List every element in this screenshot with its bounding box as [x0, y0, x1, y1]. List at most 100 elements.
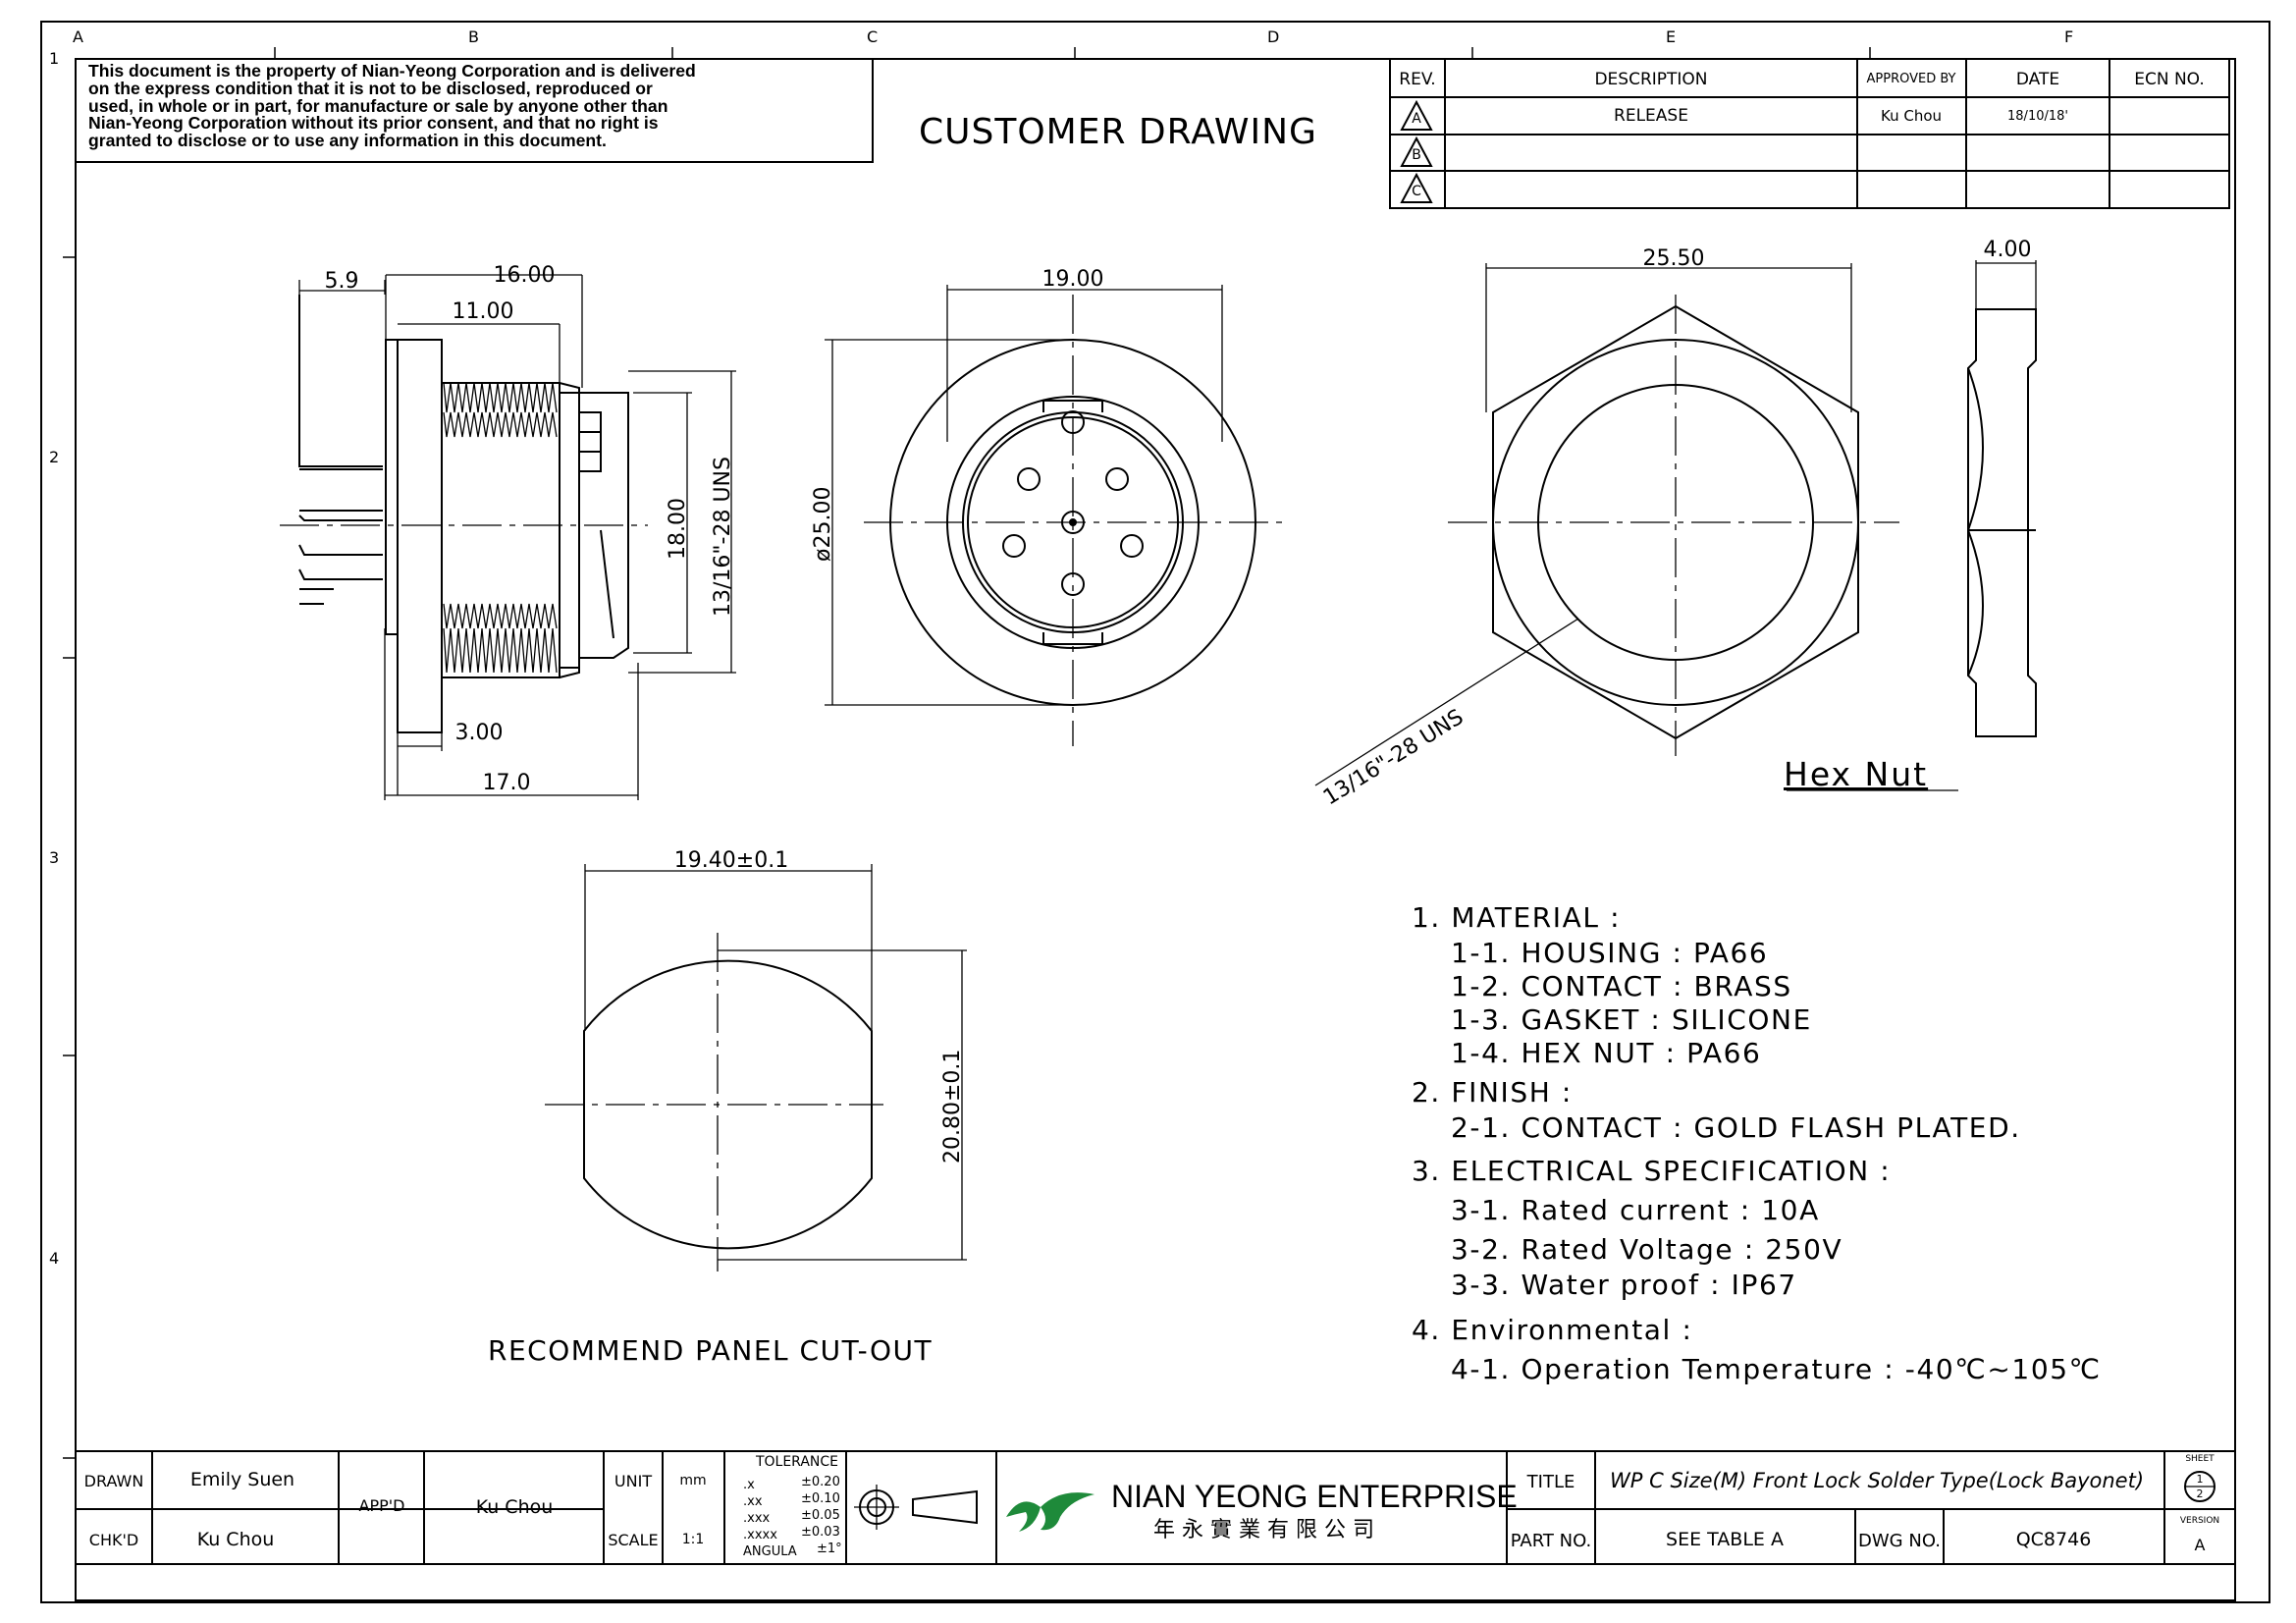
tolerance-value: ±0.05	[801, 1508, 840, 1523]
note-line: 2. FINISH :	[1412, 1076, 1573, 1109]
note-line: 1-3. GASKET : SILICONE	[1451, 1003, 1812, 1036]
disclaimer-line: Nian-Yeong Corporation without its prior…	[88, 113, 659, 134]
disclaimer: This document is the property of Nian-Ye…	[88, 61, 696, 151]
hex-nut-side-view	[1966, 260, 2037, 737]
rev-c-label: C	[1412, 184, 1421, 199]
note-line: 3-1. Rated current : 10A	[1451, 1194, 1820, 1226]
note-line: 1-2. CONTACT : BRASS	[1451, 970, 1792, 1002]
dim-25-5: 25.50	[1642, 246, 1705, 271]
note-line: 3. ELECTRICAL SPECIFICATION :	[1412, 1155, 1892, 1187]
rev-a-label: A	[1412, 111, 1421, 127]
rev-header: REV.	[1399, 70, 1436, 89]
sheet-number: 1	[2196, 1473, 2204, 1486]
version-label: VERSION	[2179, 1516, 2220, 1526]
dim-thread-side: 13/16"-28 UNS	[711, 457, 735, 617]
dwg-label: DWG NO.	[1858, 1531, 1941, 1551]
revision-table-lines	[1389, 58, 2230, 209]
tolerance-key: .xxx	[743, 1511, 771, 1526]
rev-b-label: B	[1412, 147, 1421, 163]
note-line: 1. MATERIAL :	[1412, 901, 1622, 934]
disclaimer-line: granted to disclose or to use any inform…	[88, 131, 607, 151]
version-value: A	[2194, 1536, 2206, 1554]
dim-cut-height: 20.80±0.1	[940, 1049, 965, 1163]
part-value: SEE TABLE A	[1666, 1529, 1784, 1550]
zone-letter-f: F	[2064, 27, 2074, 46]
panel-cutout-dimensions	[584, 864, 967, 1261]
approved-by-header: APPROVED BY	[1866, 72, 1956, 86]
note-line: 1-1. HOUSING : PA66	[1451, 937, 1769, 969]
note-line: 4-1. Operation Temperature : -40℃~105℃	[1451, 1353, 2102, 1385]
note-line: 2-1. CONTACT : GOLD FLASH PLATED.	[1451, 1111, 2021, 1144]
zone-letter-b: B	[468, 27, 479, 46]
title-value: WP C Size(M) Front Lock Solder Type(Lock…	[1610, 1469, 2145, 1492]
drawn-value: Emily Suen	[189, 1469, 295, 1490]
scale-label: SCALE	[608, 1531, 659, 1549]
dim-17: 17.0	[482, 771, 531, 795]
outer-border	[40, 21, 2270, 1603]
dim-3: 3.00	[454, 721, 504, 745]
zone-number-4: 4	[49, 1249, 60, 1268]
title-label: TITLE	[1526, 1472, 1575, 1492]
appd-value: Ku Chou	[475, 1496, 554, 1518]
chkd-value: Ku Chou	[196, 1529, 275, 1550]
disclaimer-line: This document is the property of Nian-Ye…	[88, 61, 696, 81]
dim-dia-25: ø25.00	[811, 486, 835, 562]
rev-a-date: 18/10/18'	[2007, 109, 2068, 124]
panel-cutout-label: RECOMMEND PANEL CUT-OUT	[488, 1334, 934, 1367]
tolerance-value: ±0.03	[801, 1525, 840, 1540]
appd-label: APP'D	[358, 1496, 405, 1515]
note-line: 1-4. HEX NUT : PA66	[1451, 1037, 1762, 1069]
dim-5-9: 5.9	[324, 269, 359, 294]
tolerance-key: .x	[743, 1478, 755, 1492]
tolerance-value: ±0.10	[801, 1491, 840, 1506]
note-line: 3-2. Rated Voltage : 250V	[1451, 1233, 1843, 1266]
front-view-dimensions	[825, 285, 1223, 706]
title-block-lines	[75, 1450, 2236, 1565]
sheet-total: 2	[2196, 1488, 2204, 1500]
zone-letter-c: C	[867, 27, 879, 46]
dim-19: 19.00	[1041, 267, 1104, 292]
tolerance-value: ±1°	[817, 1542, 842, 1556]
dim-4: 4.00	[1983, 238, 2032, 262]
description-header: DESCRIPTION	[1594, 70, 1708, 89]
rev-a-approved-by: Ku Chou	[1880, 107, 1943, 125]
disclaimer-line: used, in whole or in part, for manufactu…	[88, 95, 668, 116]
drawn-label: DRAWN	[83, 1472, 144, 1490]
company-chinese-name: 年 永 實 業 有 限 公 司	[1153, 1518, 1374, 1542]
zone-letter-a: A	[73, 27, 83, 46]
dim-cut-width: 19.40±0.1	[673, 848, 789, 873]
tolerance-key: ANGULA	[743, 1544, 797, 1559]
hex-nut-label: Hex Nut	[1784, 755, 1929, 793]
unit-value: mm	[679, 1473, 707, 1488]
drawing-title: CUSTOMER DRAWING	[919, 112, 1317, 152]
rev-a-description: RELEASE	[1614, 106, 1688, 126]
zone-number-3: 3	[49, 848, 60, 867]
chkd-label: CHK'D	[88, 1531, 139, 1549]
inner-border	[75, 58, 2236, 1601]
part-label: PART NO.	[1510, 1531, 1592, 1551]
tolerance-value: ±0.20	[801, 1475, 840, 1489]
hex-nut-view	[1448, 295, 1899, 756]
side-view-dimensions	[298, 274, 736, 800]
note-line: 4. Environmental :	[1412, 1314, 1693, 1346]
ecn-header: ECN NO.	[2134, 70, 2205, 89]
zone-number-1: 1	[49, 49, 60, 68]
side-view	[280, 295, 648, 733]
disclaimer-box	[75, 58, 874, 163]
scale-value: 1:1	[681, 1532, 705, 1547]
zone-letter-d: D	[1267, 27, 1280, 46]
sheet-label: SHEET	[2185, 1454, 2215, 1464]
dwg-value: QC8746	[2015, 1529, 2092, 1550]
front-view	[864, 295, 1286, 746]
zone-ticks	[63, 47, 1871, 1459]
zone-number-2: 2	[49, 448, 60, 466]
note-line: 3-3. Water proof : IP67	[1451, 1269, 1797, 1301]
tolerance-key: .xx	[743, 1494, 763, 1509]
unit-label: UNIT	[614, 1472, 653, 1490]
disclaimer-line: on the express condition that it is not …	[88, 78, 653, 98]
tolerance-key: .xxxx	[743, 1528, 777, 1542]
dim-18: 18.00	[666, 498, 690, 560]
company-name: NIAN YEONG ENTERPRISE	[1111, 1479, 1518, 1514]
